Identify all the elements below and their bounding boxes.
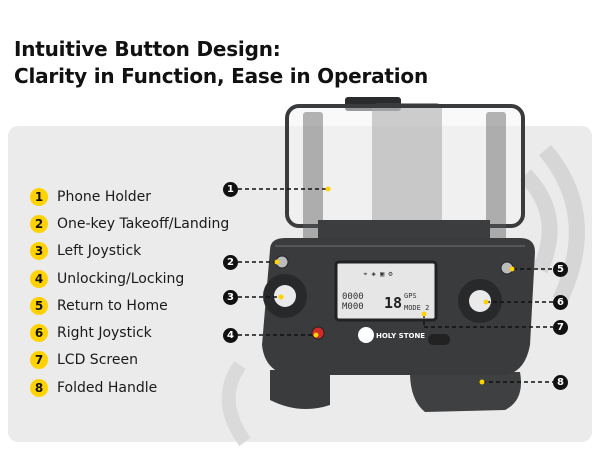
legend-number: 3 bbox=[30, 242, 48, 261]
legend-item: 6 Right Joystick bbox=[30, 319, 229, 346]
legend-item: 5 Return to Home bbox=[30, 292, 229, 319]
lcd-left-bottom: M000 bbox=[342, 302, 364, 312]
brand-logo-text: HOLY STONE bbox=[376, 332, 425, 340]
callout-badge-1: 1 bbox=[223, 182, 238, 197]
lcd-right-top: GPS bbox=[404, 292, 417, 300]
legend-number: 6 bbox=[30, 324, 48, 343]
right-joystick bbox=[458, 279, 502, 323]
callout-badge-4: 4 bbox=[223, 328, 238, 343]
lcd-right-bottom: MODE 2 bbox=[404, 304, 429, 312]
legend-number: 1 bbox=[30, 187, 48, 206]
power-switch bbox=[428, 334, 450, 345]
legend-label: Unlocking/Locking bbox=[57, 270, 185, 287]
legend-label: Right Joystick bbox=[57, 325, 152, 342]
left-joystick bbox=[263, 274, 307, 318]
callout-badge-6: 6 bbox=[553, 295, 568, 310]
unlock-lock-button bbox=[311, 326, 325, 340]
legend-label: Left Joystick bbox=[57, 243, 142, 260]
callout-badge-3: 3 bbox=[223, 290, 238, 305]
legend-number: 8 bbox=[30, 378, 48, 397]
legend-label: Folded Handle bbox=[57, 379, 158, 396]
folded-handles bbox=[270, 370, 521, 412]
title-line-1: Intuitive Button Design: bbox=[14, 37, 281, 61]
brand-logo-mark bbox=[358, 327, 374, 343]
legend-number: 5 bbox=[30, 296, 48, 315]
title-line-2: Clarity in Function, Ease in Operation bbox=[14, 64, 429, 88]
legend-item: 4 Unlocking/Locking bbox=[30, 265, 229, 292]
legend-label: Return to Home bbox=[57, 297, 168, 314]
legend-item: 3 Left Joystick bbox=[30, 238, 229, 265]
lcd-center: 18 bbox=[384, 294, 402, 312]
legend-label: LCD Screen bbox=[57, 352, 138, 369]
lcd-left-top: 0000 bbox=[342, 292, 364, 302]
callout-badge-5: 5 bbox=[553, 262, 568, 277]
callout-badge-2: 2 bbox=[223, 255, 238, 270]
legend-number: 4 bbox=[30, 269, 48, 288]
legend-item: 2 One-key Takeoff/Landing bbox=[30, 210, 229, 237]
legend-item: 1 Phone Holder bbox=[30, 183, 229, 210]
callout-lines bbox=[238, 188, 553, 383]
legend-number: 7 bbox=[30, 351, 48, 370]
lcd-icons: ⌖ ◈ ▣ ⚙ bbox=[363, 270, 393, 278]
legend-item: 8 Folded Handle bbox=[30, 374, 229, 401]
callout-dots bbox=[274, 186, 515, 385]
legend-label: Phone Holder bbox=[57, 188, 152, 205]
page-title: Intuitive Button Design: Clarity in Func… bbox=[14, 36, 428, 90]
legend-label: One-key Takeoff/Landing bbox=[57, 215, 230, 232]
decorative-arcs-left bbox=[221, 360, 251, 447]
decorative-arcs bbox=[519, 144, 585, 304]
lcd-screen: ⌖ ◈ ▣ ⚙ 0000 M000 18 GPS MODE 2 bbox=[334, 260, 438, 322]
legend-number: 2 bbox=[30, 214, 48, 233]
feature-legend: 1 Phone Holder 2 One-key Takeoff/Landing… bbox=[30, 183, 229, 401]
callout-badge-7: 7 bbox=[553, 320, 568, 335]
legend-item: 7 LCD Screen bbox=[30, 347, 229, 374]
callout-badge-8: 8 bbox=[553, 375, 568, 390]
phone-holder bbox=[285, 97, 525, 243]
